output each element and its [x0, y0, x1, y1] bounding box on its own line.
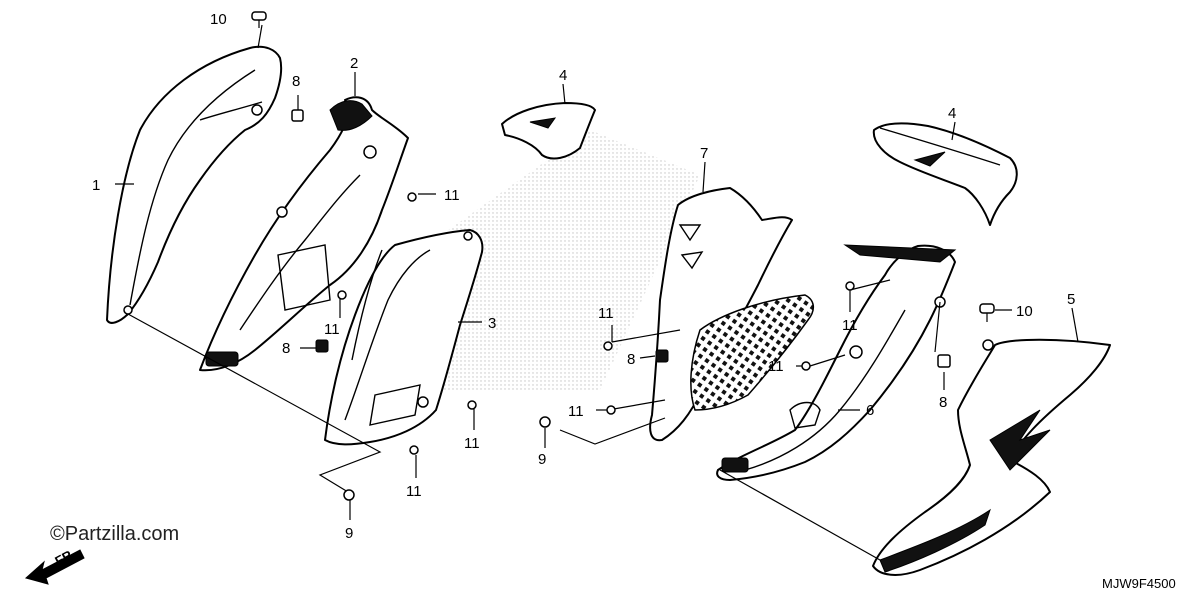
- screw-9-left: [343, 489, 355, 501]
- screw-8-right: [937, 354, 951, 368]
- leader-lines: [115, 24, 1079, 561]
- callout-9-left: 9: [345, 525, 353, 542]
- callout-11-d: 11: [406, 483, 422, 500]
- part-6-bracket: [716, 244, 957, 481]
- callout-8-top: 8: [292, 73, 300, 90]
- background-watermark-dots: [410, 130, 700, 390]
- diagram-code: MJW9F4500: [1102, 576, 1176, 591]
- callout-11-f: 11: [598, 305, 614, 322]
- callout-2: 2: [350, 55, 358, 72]
- callout-8-right: 8: [939, 394, 947, 411]
- screws-11: [337, 192, 855, 455]
- callout-10-top: 10: [210, 11, 227, 28]
- part-7-front-inner-cover: [649, 187, 814, 442]
- callout-11-h: 11: [568, 403, 584, 420]
- part-4-small-duct-left: [501, 102, 596, 160]
- callout-3: 3: [488, 315, 496, 332]
- callout-11-c: 11: [464, 435, 480, 452]
- screw-9-center: [539, 416, 551, 428]
- callout-11-a: 11: [444, 187, 460, 204]
- screw-8-mid-left: [315, 339, 329, 353]
- callout-6: 6: [866, 402, 874, 419]
- screw-8-top: [291, 109, 304, 122]
- callout-11-g: 11: [768, 358, 784, 375]
- fasteners: [251, 11, 995, 501]
- part-3-middle-panel: [324, 229, 484, 446]
- screw-8-center: [655, 349, 669, 363]
- callout-8-left: 8: [282, 340, 290, 357]
- watermark-group: ©Partzilla.com: [50, 523, 179, 545]
- callout-4-left: 4: [559, 67, 567, 84]
- callout-1: 1: [92, 177, 100, 194]
- callout-labels: 1 2 3 4 4 5 6 7 8 8 8 8 9 9 10 10 11 11 …: [92, 11, 1075, 542]
- front-direction-arrow-icon: FR.: [24, 546, 85, 585]
- callout-5: 5: [1067, 291, 1075, 308]
- part-2-inner-cover: [199, 96, 409, 372]
- bolt-10-top: [251, 11, 267, 28]
- callout-11-e: 11: [842, 317, 858, 334]
- bolt-10-right: [979, 303, 995, 322]
- watermark-text: ©Partzilla.com: [50, 523, 179, 545]
- part-5-outer-cover: [872, 338, 1111, 576]
- part-4-small-duct-right: [872, 122, 1018, 226]
- callout-7: 7: [700, 145, 708, 162]
- callout-11-b: 11: [324, 321, 340, 338]
- callout-8-center: 8: [627, 351, 635, 368]
- callout-9-center: 9: [538, 451, 546, 468]
- part-1-side-cover: [106, 45, 283, 324]
- callout-4-right: 4: [948, 105, 956, 122]
- callout-10-right: 10: [1016, 303, 1033, 320]
